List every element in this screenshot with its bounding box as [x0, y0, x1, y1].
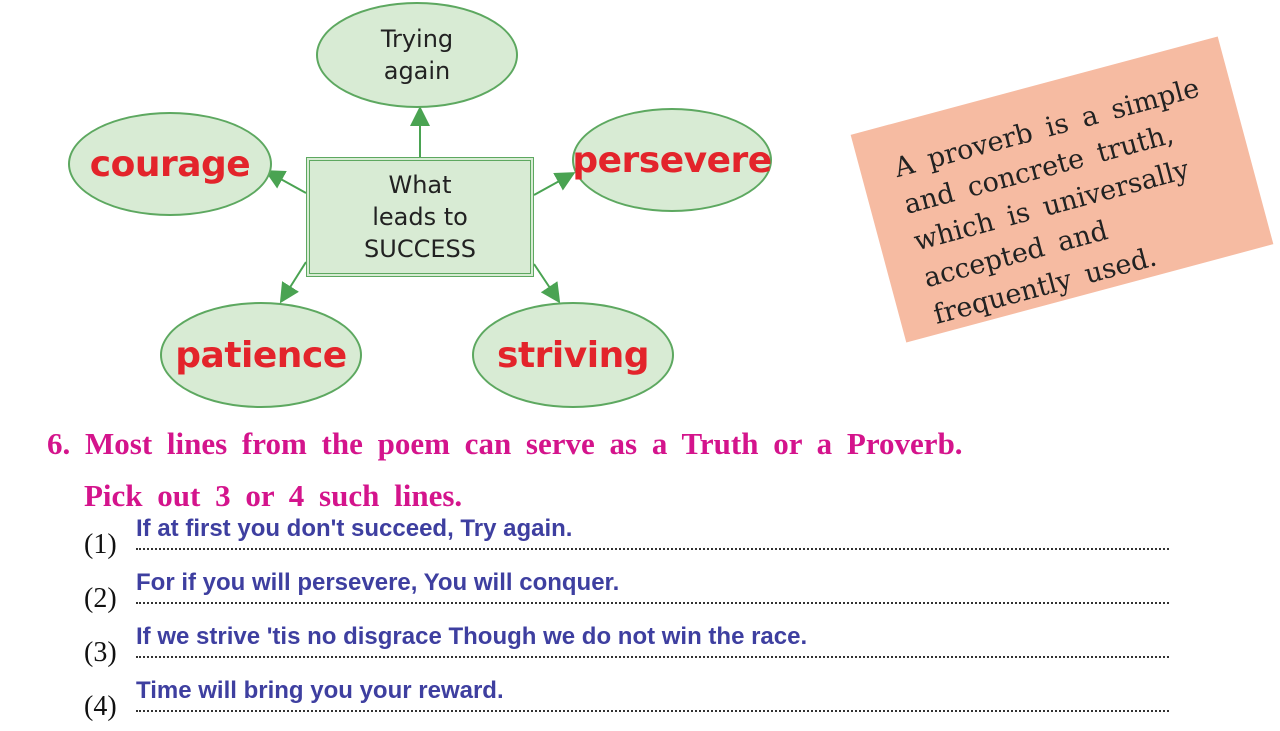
- node-courage-label: courage: [89, 143, 251, 185]
- question-line-2: Pick out 3 or 4 such lines.: [84, 478, 463, 513]
- node-striving-label: striving: [497, 334, 649, 376]
- question-line-1: 6. Most lines from the poem can serve as…: [47, 426, 963, 461]
- node-persevere: persevere: [572, 108, 772, 212]
- answer-item: (2) For if you will persevere, You will …: [84, 569, 1169, 623]
- center-line2: leads to: [372, 203, 468, 231]
- center-node-success: What leads to SUCCESS: [306, 157, 534, 277]
- center-line3: SUCCESS: [364, 235, 476, 263]
- node-patience-label: patience: [175, 334, 347, 376]
- proverb-definition-note: A proverb is a simple and concrete truth…: [850, 36, 1274, 343]
- answer-text: If we strive 'tis no disgrace Though we …: [136, 623, 808, 650]
- question-6: 6. Most lines from the poem can serve as…: [47, 418, 963, 522]
- success-mind-map: Trying again courage persevere patience …: [0, 0, 800, 410]
- dotted-line: [136, 656, 1169, 658]
- node-courage: courage: [68, 112, 272, 216]
- answer-number: (4): [84, 691, 117, 722]
- answer-text: If at first you don't succeed, Try again…: [136, 515, 573, 542]
- dotted-line: [136, 602, 1169, 604]
- dotted-line: [136, 548, 1169, 550]
- node-patience: patience: [160, 302, 362, 408]
- dotted-line: [136, 710, 1169, 712]
- node-striving: striving: [472, 302, 674, 408]
- answer-text: For if you will persevere, You will conq…: [136, 569, 620, 596]
- answer-text: Time will bring you your reward.: [136, 677, 504, 704]
- answer-item: (3) If we strive 'tis no disgrace Though…: [84, 623, 1169, 677]
- node-persevere-label: persevere: [572, 139, 772, 181]
- node-trying-again-line2: again: [383, 57, 451, 85]
- answer-number: (3): [84, 637, 117, 668]
- center-line1: What: [388, 171, 452, 199]
- answer-number: (1): [84, 529, 117, 560]
- node-trying-again: Trying again: [316, 2, 518, 108]
- answer-item: (4) Time will bring you your reward.: [84, 677, 1169, 731]
- node-trying-again-line1: Trying: [380, 25, 454, 53]
- answer-list: (1) If at first you don't succeed, Try a…: [84, 515, 1169, 731]
- answer-item: (1) If at first you don't succeed, Try a…: [84, 515, 1169, 569]
- connector-arrows: [264, 106, 576, 304]
- answer-number: (2): [84, 583, 117, 614]
